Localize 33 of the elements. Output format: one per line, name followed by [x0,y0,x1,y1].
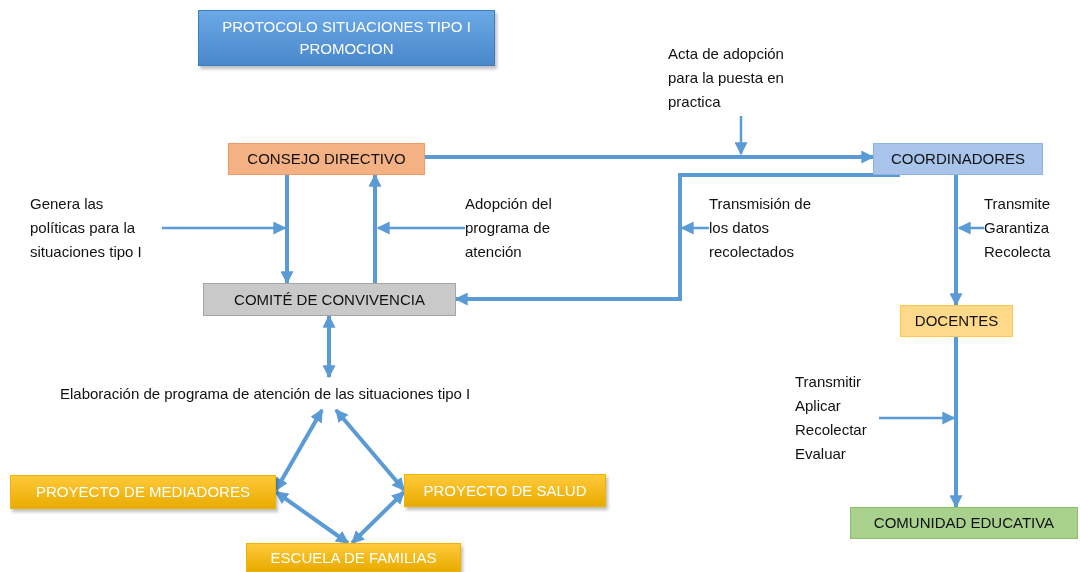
arrow [949,337,963,509]
process-box: DOCENTES [900,305,1013,337]
process-box: COMUNIDAD EDUCATIVA [850,507,1078,539]
arrow [334,408,406,492]
arrow [368,173,382,283]
program-text: Elaboración de programa de atención de las situaciones tipo I [60,377,620,410]
note-text: Genera las políticas para la situaciones tipo I [30,192,162,264]
project-box: ESCUELA DE FAMILIAS [246,543,461,572]
process-box: COORDINADORES [873,143,1043,175]
note-text: Transmite Garantiza Recolecta [984,192,1076,264]
note-text: Adopción del programa de atención [465,192,575,264]
arrow [376,221,465,235]
note-text: Acta de adopción para la puesta en practica [668,42,798,114]
note-text: Transmisión de los datos recolectados [709,192,824,264]
title-banner: PROTOCOLO SITUACIONES TIPO I PROMOCION [198,10,495,66]
arrow [425,150,875,164]
arrow [274,408,324,492]
arrow [734,116,748,156]
arrow [680,221,709,235]
arrow [879,411,956,425]
project-box: PROYECTO DE SALUD [404,474,606,507]
arrow [454,173,900,306]
arrow [949,175,963,307]
project-box: PROYECTO DE MEDIADORES [10,475,276,509]
arrow [274,490,350,545]
arrow [280,175,294,285]
arrow [162,221,287,235]
arrow [350,490,406,545]
arrow [322,314,336,379]
note-text: Transmitir Aplicar Recolectar Evaluar [795,370,879,466]
process-box: COMITÉ DE CONVIVENCIA [203,283,456,316]
process-box: CONSEJO DIRECTIVO [228,143,425,175]
arrow [957,221,984,235]
